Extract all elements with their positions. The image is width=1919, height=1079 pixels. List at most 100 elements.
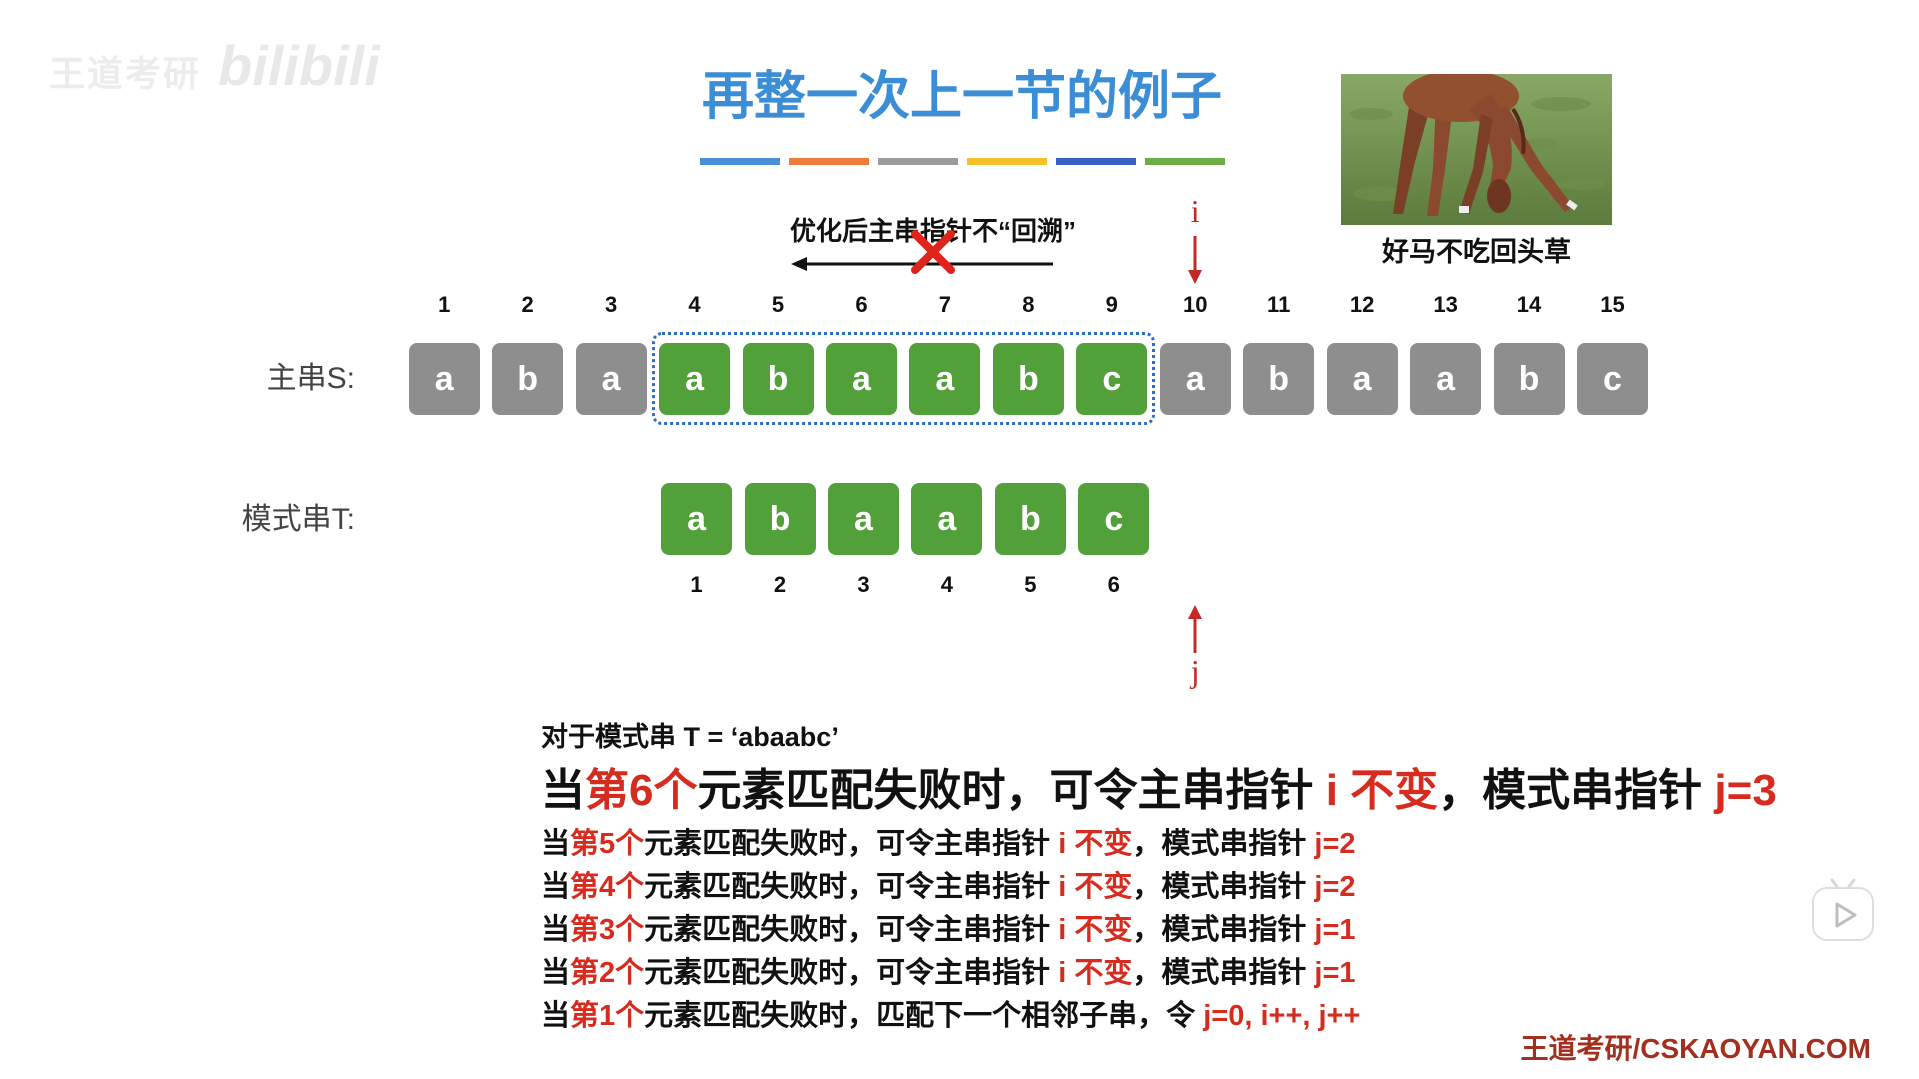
pattern-index-label: 4 xyxy=(917,572,977,598)
pattern-char-cell: a xyxy=(911,483,982,555)
explanation-headline: 当第6个元素匹配失败时，可令主串指针 i 不变，模式串指针 j=3 xyxy=(541,763,1777,819)
pattern-char-cell: c xyxy=(1078,483,1149,555)
explanation-rule-line: 当第4个元素匹配失败时，可令主串指针 i 不变，模式串指针 j=2 xyxy=(541,866,1360,909)
main-index-label: 5 xyxy=(748,292,808,318)
emphasis-text: 第2个 xyxy=(570,957,644,989)
main-char-cell-matched: a xyxy=(659,343,730,415)
play-button-icon[interactable] xyxy=(1810,876,1876,944)
main-index-label: 13 xyxy=(1416,292,1476,318)
rule-text: 当 xyxy=(541,871,570,903)
pattern-index-label: 5 xyxy=(1000,572,1060,598)
title-underline-segment xyxy=(1145,158,1225,165)
explanation-rule-line: 当第2个元素匹配失败时，可令主串指针 i 不变，模式串指针 j=1 xyxy=(541,952,1360,995)
main-index-label: 9 xyxy=(1082,292,1142,318)
rule-text: 当 xyxy=(541,766,585,815)
emphasis-text: 第3个 xyxy=(570,914,644,946)
emphasis-text: j=1 xyxy=(1314,914,1355,946)
title-underline-segment xyxy=(878,158,958,165)
main-char-cell: b xyxy=(1243,343,1314,415)
title-underline-segment xyxy=(967,158,1047,165)
rule-text: 当 xyxy=(541,957,570,989)
emphasis-text: 第1个 xyxy=(570,1000,644,1032)
pattern-index-label: 3 xyxy=(833,572,893,598)
emphasis-text: i 不变 xyxy=(1326,766,1438,815)
main-index-label: 2 xyxy=(498,292,558,318)
main-index-label: 14 xyxy=(1499,292,1559,318)
pattern-char-cell: b xyxy=(995,483,1066,555)
main-string-label: 主串S: xyxy=(150,360,355,398)
main-char-cell: b xyxy=(1494,343,1565,415)
title-underline-segment xyxy=(789,158,869,165)
rule-text: 当 xyxy=(541,914,570,946)
emphasis-text: i 不变 xyxy=(1058,914,1132,946)
cross-mark-icon xyxy=(908,227,958,277)
main-index-label: 3 xyxy=(581,292,641,318)
main-char-cell: a xyxy=(576,343,647,415)
emphasis-text: i 不变 xyxy=(1058,828,1132,860)
pattern-index-label: 6 xyxy=(1084,572,1144,598)
rule-text: 元素匹配失败时，匹配下一个相邻子串，令 xyxy=(644,1000,1203,1032)
explanation-rule-line: 当第3个元素匹配失败时，可令主串指针 i 不变，模式串指针 j=1 xyxy=(541,909,1360,952)
pattern-char-cell: a xyxy=(828,483,899,555)
rule-text: 元素匹配失败时，可令主串指针 xyxy=(644,828,1058,860)
main-char-cell: b xyxy=(492,343,563,415)
main-index-label: 4 xyxy=(665,292,725,318)
horse-photo-image xyxy=(1341,74,1612,225)
emphasis-text: j=2 xyxy=(1314,828,1355,860)
main-char-cell: a xyxy=(409,343,480,415)
horse-photo xyxy=(1341,74,1612,225)
explanation-rule-line: 当第1个元素匹配失败时，匹配下一个相邻子串，令 j=0, i++, j++ xyxy=(541,995,1360,1038)
emphasis-text: j=2 xyxy=(1314,871,1355,903)
emphasis-text: i 不变 xyxy=(1058,957,1132,989)
rule-text: ，模式串指针 xyxy=(1132,828,1314,860)
pointer-j-label: j xyxy=(1175,652,1215,690)
emphasis-text: 第6个 xyxy=(585,766,697,815)
rule-text: 当 xyxy=(541,828,570,860)
rule-text: 元素匹配失败时，可令主串指针 xyxy=(644,871,1058,903)
title-underline-segment xyxy=(1056,158,1136,165)
main-index-label: 7 xyxy=(915,292,975,318)
main-index-label: 12 xyxy=(1332,292,1392,318)
main-char-cell: c xyxy=(1577,343,1648,415)
explanation-intro: 对于模式串 T = ‘abaabc’ xyxy=(541,716,839,758)
main-char-cell-matched: b xyxy=(743,343,814,415)
photo-caption: 好马不吃回头草 xyxy=(1341,235,1612,269)
main-char-cell-matched: a xyxy=(909,343,980,415)
rule-text: 元素匹配失败时，可令主串指针 xyxy=(697,766,1325,815)
emphasis-text: i 不变 xyxy=(1058,871,1132,903)
rule-text: ，模式串指针 xyxy=(1132,957,1314,989)
main-index-label: 15 xyxy=(1583,292,1643,318)
down-arrow-icon xyxy=(1185,234,1205,286)
slide-title: 再整一次上一节的例子 xyxy=(662,66,1262,128)
pattern-char-cell: b xyxy=(745,483,816,555)
emphasis-text: 第4个 xyxy=(570,871,644,903)
main-char-cell-matched: b xyxy=(993,343,1064,415)
pointer-i-label: i xyxy=(1175,192,1215,230)
rule-text: ，模式串指针 xyxy=(1132,914,1314,946)
explanation-rule-line: 当第5个元素匹配失败时，可令主串指针 i 不变，模式串指针 j=2 xyxy=(541,823,1360,866)
main-index-label: 11 xyxy=(1249,292,1309,318)
bilibili-watermark: bilibili xyxy=(218,34,380,98)
main-char-cell: a xyxy=(1410,343,1481,415)
pattern-char-cell: a xyxy=(661,483,732,555)
watermark-logo-text: 王道考研 xyxy=(49,52,201,96)
main-index-label: 6 xyxy=(831,292,891,318)
main-index-label: 10 xyxy=(1165,292,1225,318)
emphasis-text: 第5个 xyxy=(570,828,644,860)
pattern-index-label: 2 xyxy=(750,572,810,598)
up-arrow-icon xyxy=(1185,603,1205,655)
main-char-cell-matched: a xyxy=(826,343,897,415)
emphasis-text: j=3 xyxy=(1714,766,1776,815)
rule-text: ，模式串指针 xyxy=(1438,766,1714,815)
main-index-label: 8 xyxy=(998,292,1058,318)
rule-text: ，模式串指针 xyxy=(1132,871,1314,903)
emphasis-text: j=1 xyxy=(1314,957,1355,989)
main-char-cell-matched: c xyxy=(1076,343,1147,415)
emphasis-text: j=0, i++, j++ xyxy=(1203,1000,1360,1032)
pattern-index-label: 1 xyxy=(667,572,727,598)
rule-text: 元素匹配失败时，可令主串指针 xyxy=(644,957,1058,989)
main-index-label: 1 xyxy=(414,292,474,318)
main-char-cell: a xyxy=(1327,343,1398,415)
pattern-string-label: 模式串T: xyxy=(150,501,355,539)
